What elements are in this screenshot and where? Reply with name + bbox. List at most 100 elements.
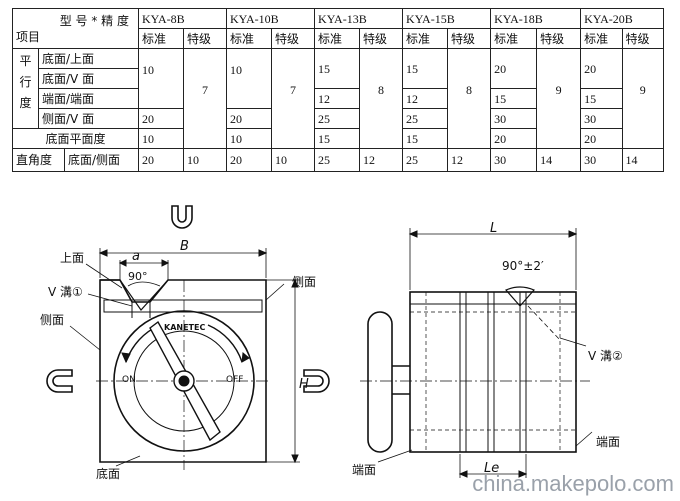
grade-special: 特级 bbox=[447, 28, 492, 49]
magnet-right-icon bbox=[303, 369, 330, 393]
parallelism-label: 平 行 度 bbox=[12, 48, 39, 129]
cell-kya10b-std: 10 bbox=[226, 48, 273, 109]
table-header-cell: 型 号 * 精 度 项目 bbox=[12, 8, 139, 49]
off-arc bbox=[207, 324, 243, 363]
row-perpendicularity: 直角度 bbox=[12, 148, 65, 172]
label-H: H bbox=[299, 377, 309, 392]
cell-kya10b-flat: 10 bbox=[226, 128, 273, 149]
cell-kya18b-flat: 20 bbox=[490, 128, 538, 149]
cell-kya8b-flat: 10 bbox=[138, 128, 184, 149]
cell-kya8b-special: 7 bbox=[182, 48, 228, 149]
angle-arc-front bbox=[127, 281, 161, 287]
cell-kya10b-side: 20 bbox=[226, 108, 273, 129]
label-top-face: 上面 bbox=[60, 251, 84, 265]
cell-kya18b-perp-spe: 14 bbox=[536, 148, 582, 172]
magnet-top-icon bbox=[171, 205, 193, 229]
cell-kya15b-std: 15 bbox=[402, 48, 449, 89]
cell-kya20b-perp-std: 30 bbox=[580, 148, 623, 172]
label-bottom-face: 底面 bbox=[96, 466, 120, 481]
cell-kya13b-perp-spe: 12 bbox=[359, 148, 404, 172]
cell-kya18b-std: 20 bbox=[490, 48, 538, 89]
grade-standard: 标准 bbox=[490, 28, 538, 49]
grade-special: 特级 bbox=[536, 28, 582, 49]
cell-kya8b-std: 10 bbox=[138, 48, 184, 109]
cell-kya18b-perp-std: 30 bbox=[490, 148, 538, 172]
grade-special: 特级 bbox=[359, 28, 404, 49]
cell-kya20b-std: 20 bbox=[580, 48, 623, 89]
row-bottom-side: 底面/侧面 bbox=[64, 148, 139, 172]
model-kya-8b: KYA-8B bbox=[137, 8, 228, 29]
label-end-face-left: 端面 bbox=[352, 463, 376, 477]
label-side-face-left: 侧面 bbox=[40, 313, 64, 327]
cell-kya15b-side: 25 bbox=[402, 108, 449, 129]
label-side-face-right: 侧面 bbox=[292, 275, 316, 289]
cell-kya8b-perp-std: 20 bbox=[138, 148, 184, 172]
cell-kya13b-flat: 15 bbox=[314, 128, 361, 149]
cell-kya18b-end: 15 bbox=[490, 88, 538, 109]
cell-kya10b-special: 7 bbox=[271, 48, 316, 149]
cell-kya15b-end: 12 bbox=[402, 88, 449, 109]
grade-special: 特级 bbox=[621, 28, 665, 49]
cell-kya15b-perp-std: 25 bbox=[402, 148, 449, 172]
label-B: B bbox=[180, 239, 189, 254]
dial-outer bbox=[113, 310, 255, 452]
label-Le: Le bbox=[484, 461, 499, 476]
cell-kya20b-side: 30 bbox=[580, 108, 623, 129]
model-kya-13b: KYA-13B bbox=[314, 8, 404, 29]
label-angle-side: 90°±2′ bbox=[502, 259, 544, 273]
label-a: a bbox=[132, 249, 140, 264]
cell-kya20b-flat: 20 bbox=[580, 128, 623, 149]
cell-kya13b-special: 8 bbox=[359, 48, 404, 149]
cell-kya20b-special: 9 bbox=[621, 48, 665, 149]
cell-kya13b-perp-std: 25 bbox=[314, 148, 361, 172]
model-kya-15b: KYA-15B bbox=[402, 8, 492, 29]
knob bbox=[367, 311, 393, 453]
header-item: 项目 bbox=[16, 29, 41, 44]
v-groove-1 bbox=[119, 279, 169, 311]
grade-standard: 标准 bbox=[138, 28, 184, 49]
grade-standard: 标准 bbox=[580, 28, 623, 49]
model-kya-10b: KYA-10B bbox=[226, 8, 316, 29]
spec-table: 型 号 * 精 度 项目 KYA-8B KYA-10B KYA-13B KYA-… bbox=[12, 8, 665, 172]
model-kya-18b: KYA-18B bbox=[490, 8, 582, 29]
label-v-groove-1: V 溝① bbox=[48, 285, 83, 299]
cell-kya10b-perp-spe: 10 bbox=[271, 148, 316, 172]
cell-kya15b-perp-spe: 12 bbox=[447, 148, 492, 172]
cell-kya13b-side: 25 bbox=[314, 108, 361, 129]
magnet-left-icon bbox=[46, 369, 73, 393]
grade-standard: 标准 bbox=[402, 28, 449, 49]
cell-kya15b-flat: 15 bbox=[402, 128, 449, 149]
side-block-outline bbox=[409, 291, 577, 453]
label-angle-front: 90° bbox=[128, 270, 148, 283]
row-bottom-top: 底面/上面 bbox=[38, 48, 139, 69]
cell-kya13b-std: 15 bbox=[314, 48, 361, 89]
cell-kya18b-side: 30 bbox=[490, 108, 538, 129]
grade-standard: 标准 bbox=[314, 28, 361, 49]
label-end-face-right: 端面 bbox=[596, 435, 620, 449]
cell-kya8b-side: 20 bbox=[138, 108, 184, 129]
brand-logo: KANETEC bbox=[164, 323, 205, 332]
label-v-groove-2: V 溝② bbox=[588, 349, 623, 363]
cell-kya18b-special: 9 bbox=[536, 48, 582, 149]
cell-kya20b-perp-spe: 14 bbox=[621, 148, 665, 172]
row-bottom-v: 底面/V 面 bbox=[38, 68, 139, 89]
cell-kya20b-end: 15 bbox=[580, 88, 623, 109]
label-L: L bbox=[490, 221, 497, 236]
cell-kya10b-perp-std: 20 bbox=[226, 148, 273, 172]
label-off: OFF bbox=[226, 375, 243, 385]
cell-kya15b-special: 8 bbox=[447, 48, 492, 149]
upper-pad bbox=[103, 299, 263, 313]
grade-standard: 标准 bbox=[226, 28, 273, 49]
row-end-end: 端面/端面 bbox=[38, 88, 139, 109]
watermark: china.makepolo.com bbox=[472, 471, 674, 496]
grade-special: 特级 bbox=[271, 28, 316, 49]
cell-kya8b-perp-spe: 10 bbox=[182, 148, 228, 172]
label-on: ON bbox=[122, 375, 136, 385]
model-kya-20b: KYA-20B bbox=[580, 8, 664, 29]
dial-inner bbox=[133, 330, 235, 432]
row-side-v: 侧面/V 面 bbox=[38, 108, 139, 129]
v-groove-2 bbox=[505, 286, 535, 307]
grade-special: 特级 bbox=[182, 28, 228, 49]
row-bottom-flatness: 底面平面度 bbox=[12, 128, 139, 149]
technical-drawing: 上面 V 溝① 侧面 侧面 底面 B a 90° H ON OFF KANETE… bbox=[40, 205, 623, 481]
